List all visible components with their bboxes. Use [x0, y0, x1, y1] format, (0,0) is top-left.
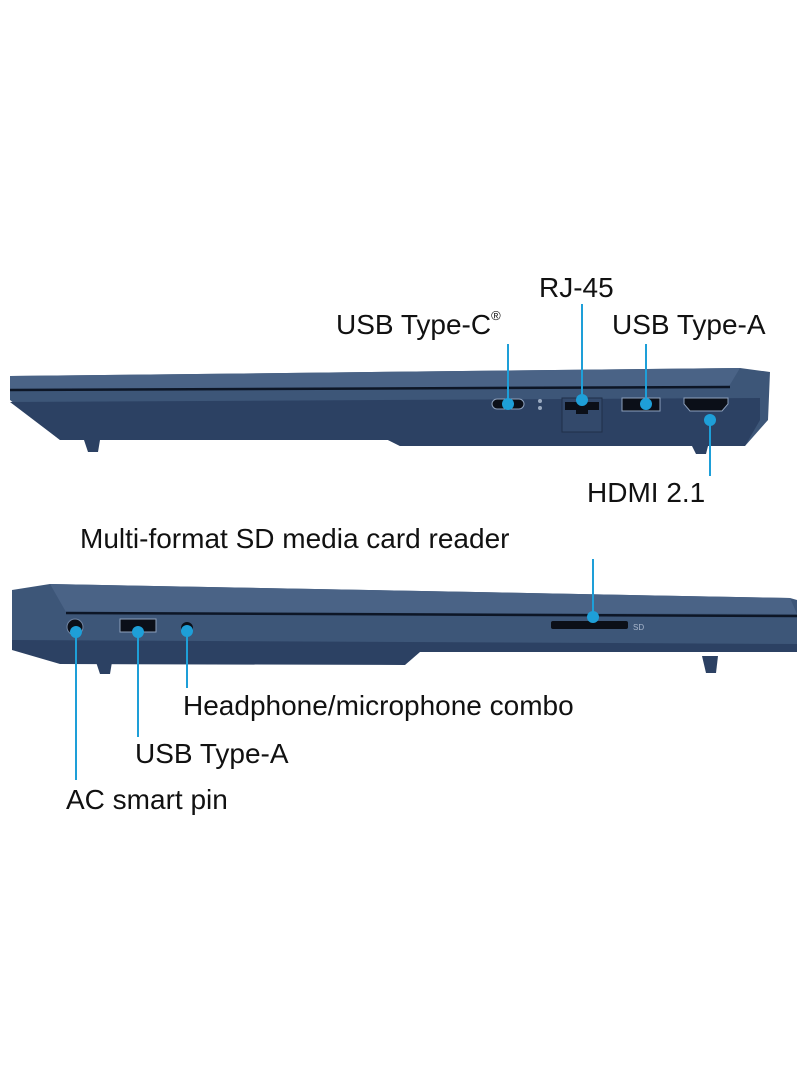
sd-card-slot	[551, 621, 628, 629]
label-usb-c: USB Type-C®	[336, 308, 501, 340]
label-usb-a-left: USB Type-A	[135, 738, 289, 769]
label-usb-c-text: USB Type-C	[336, 309, 492, 340]
registered-mark: ®	[491, 308, 501, 323]
callout-lines-top	[507, 304, 711, 476]
label-audio-combo: Headphone/microphone combo	[183, 690, 574, 721]
label-rj45: RJ-45	[539, 272, 614, 303]
hdmi-port	[683, 397, 729, 412]
laptop-left-side: SD	[12, 584, 798, 674]
laptop-right-side	[9, 368, 770, 454]
label-hdmi: HDMI 2.1	[587, 477, 706, 508]
sd-marking: SD	[633, 623, 644, 632]
label-sd-reader: Multi-format SD media card reader	[80, 523, 510, 554]
label-ac-pin: AC smart pin	[66, 784, 228, 815]
callout-lines-bottom	[75, 559, 594, 780]
label-usb-a-right: USB Type-A	[612, 309, 766, 340]
